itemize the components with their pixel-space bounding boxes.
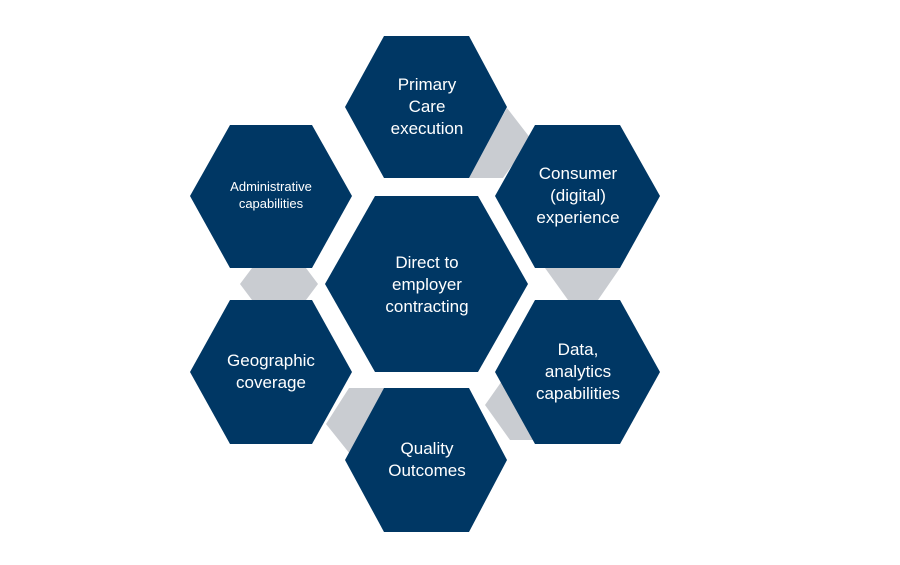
hexagon-consumer bbox=[495, 125, 660, 268]
hexagon-geographic bbox=[190, 300, 352, 444]
connector-consumer-data bbox=[545, 268, 620, 300]
hexagon-center bbox=[325, 196, 528, 372]
connector-quality-geographic bbox=[326, 388, 385, 454]
connector-data-quality bbox=[485, 378, 536, 440]
hexagon-administrative bbox=[190, 125, 352, 268]
hexagon-data bbox=[495, 300, 660, 444]
hexagons bbox=[190, 36, 660, 532]
hexagon-primary-care bbox=[345, 36, 507, 178]
hexagon-quality bbox=[345, 388, 507, 532]
connector-geographic-administrative bbox=[240, 268, 318, 300]
